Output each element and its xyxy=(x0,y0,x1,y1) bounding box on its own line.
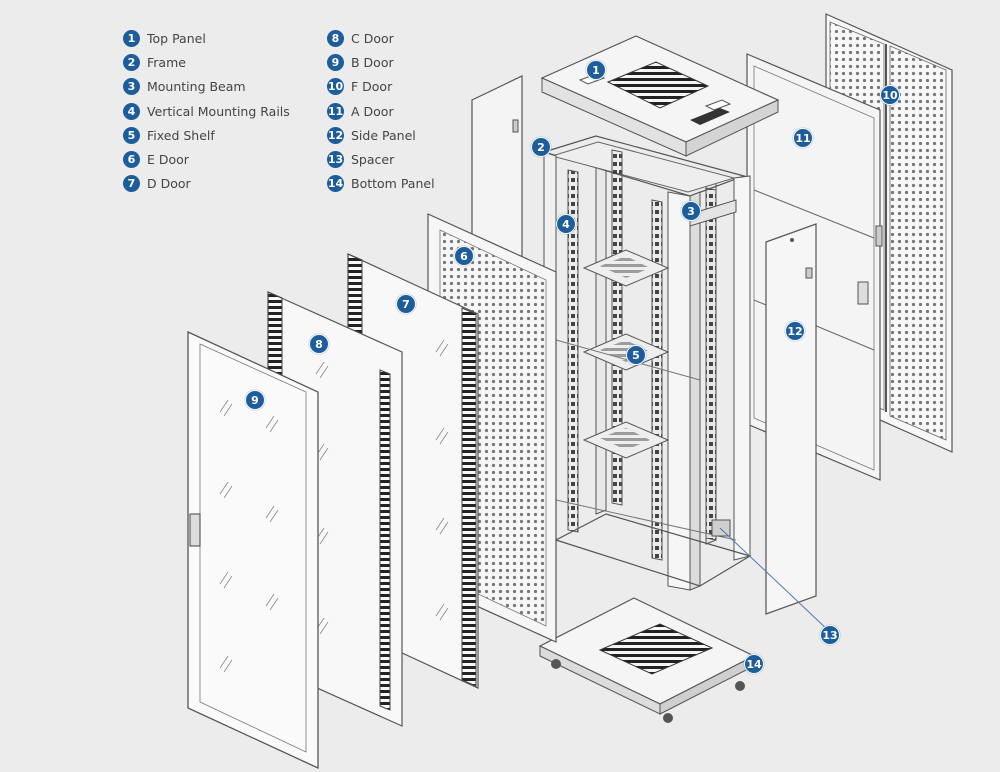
legend-label: C Door xyxy=(351,30,394,46)
callout-a-door: 11 xyxy=(793,128,813,148)
legend-column-right: 8 C Door 9 B Door 10 F Door 11 A Door 12 Side Pan… xyxy=(327,26,435,196)
callout-side-panel: 12 xyxy=(785,321,805,341)
legend-item: 9 B Door xyxy=(327,50,435,74)
callout-e-door: 6 xyxy=(454,246,474,266)
legend-number-badge: 11 xyxy=(327,102,344,120)
bottom-panel xyxy=(538,597,756,723)
legend-label: Bottom Panel xyxy=(351,176,435,192)
legend-label: B Door xyxy=(351,54,394,70)
legend-number-badge: 8 xyxy=(327,29,344,47)
legend-item: 8 C Door xyxy=(327,26,435,50)
legend-item: 10 F Door xyxy=(327,75,435,99)
legend-label: Side Panel xyxy=(351,127,416,143)
callout-spacer: 13 xyxy=(820,625,840,645)
legend-number-badge: 9 xyxy=(327,53,344,71)
legend-label: Top Panel xyxy=(147,30,206,46)
legend-label: Frame xyxy=(147,54,186,70)
legend-number-badge: 1 xyxy=(123,29,140,47)
callout-bottom-panel: 14 xyxy=(744,654,764,674)
legend-item: 11 A Door xyxy=(327,99,435,123)
legend-column-left: 1 Top Panel 2 Frame 3 Mounting Beam 4 Vertical … xyxy=(123,26,290,196)
legend-number-badge: 10 xyxy=(327,78,344,96)
callout-c-door: 8 xyxy=(309,334,329,354)
parts-legend: 1 Top Panel 2 Frame 3 Mounting Beam 4 Vertical … xyxy=(123,26,453,196)
frame xyxy=(541,135,752,591)
callout-vertical-mounting-rails: 4 xyxy=(556,214,576,234)
legend-label: D Door xyxy=(147,176,191,192)
legend-number-badge: 7 xyxy=(123,175,140,193)
legend-item: 7 D Door xyxy=(123,172,290,196)
b-door xyxy=(187,330,319,770)
top-panel xyxy=(540,35,780,157)
callout-top-panel: 1 xyxy=(586,60,606,80)
legend-label: Mounting Beam xyxy=(147,79,246,95)
legend-number-badge: 5 xyxy=(123,126,140,144)
legend-label: Fixed Shelf xyxy=(147,127,215,143)
legend-item: 2 Frame xyxy=(123,50,290,74)
callout-fixed-shelf: 5 xyxy=(626,345,646,365)
legend-item: 13 Spacer xyxy=(327,147,435,171)
legend-label: Vertical Mounting Rails xyxy=(147,103,290,119)
legend-number-badge: 2 xyxy=(123,53,140,71)
legend-item: 12 Side Panel xyxy=(327,123,435,147)
legend-number-badge: 12 xyxy=(327,126,344,144)
callout-f-door: 10 xyxy=(880,85,900,105)
side-panel xyxy=(765,223,817,615)
legend-item: 6 E Door xyxy=(123,147,290,171)
legend-item: 14 Bottom Panel xyxy=(327,172,435,196)
legend-label: Spacer xyxy=(351,152,395,168)
legend-label: A Door xyxy=(351,103,394,119)
callout-d-door: 7 xyxy=(396,294,416,314)
legend-number-badge: 4 xyxy=(123,102,140,120)
legend-number-badge: 13 xyxy=(327,151,344,169)
legend-number-badge: 14 xyxy=(327,175,344,193)
legend-label: F Door xyxy=(351,79,393,95)
callout-b-door: 9 xyxy=(245,390,265,410)
legend-item: 4 Vertical Mounting Rails xyxy=(123,99,290,123)
legend-item: 3 Mounting Beam xyxy=(123,75,290,99)
legend-number-badge: 3 xyxy=(123,78,140,96)
legend-label: E Door xyxy=(147,152,189,168)
callout-frame: 2 xyxy=(531,137,551,157)
legend-number-badge: 6 xyxy=(123,151,140,169)
legend-item: 1 Top Panel xyxy=(123,26,290,50)
callout-mounting-beam: 3 xyxy=(681,201,701,221)
legend-item: 5 Fixed Shelf xyxy=(123,123,290,147)
